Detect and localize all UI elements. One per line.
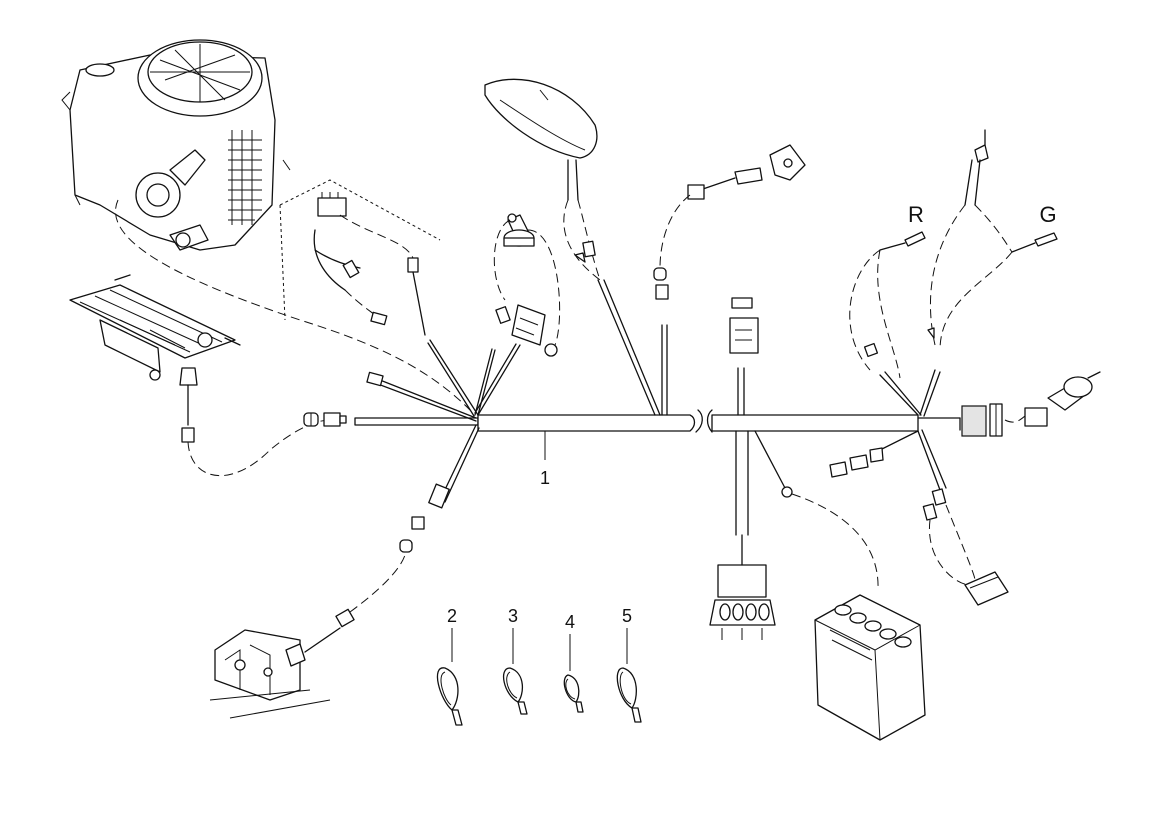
lug-g — [927, 327, 935, 339]
engine-wire-link — [115, 199, 471, 411]
battery-part — [814, 594, 926, 741]
connector-solenoid — [495, 306, 511, 324]
headlight-connector — [582, 240, 596, 258]
lamp-top-wire — [929, 204, 1013, 346]
key-sensor-part — [687, 144, 806, 200]
connector-r — [863, 342, 879, 358]
main-harness — [354, 279, 961, 536]
lamp-g-wire — [939, 251, 1013, 351]
ignition-wire — [1004, 415, 1026, 423]
lamp-r-part — [879, 231, 926, 251]
callout-2: 2 — [447, 606, 457, 626]
inset-relay-module — [279, 179, 441, 336]
ring-terminal-a — [544, 343, 558, 357]
callout-4: 4 — [565, 612, 575, 632]
seat-switch-part — [179, 367, 198, 443]
connector-lower-left-c — [399, 539, 413, 553]
key-sensor-wire-link — [659, 194, 691, 269]
callout-R: R — [908, 202, 924, 227]
pto-switch-part — [964, 571, 1009, 606]
connector-top-mid-b — [655, 284, 669, 300]
cable-tie-2 — [436, 667, 463, 726]
callout-5: 5 — [622, 606, 632, 626]
fuse-holder-part — [709, 564, 776, 640]
ignition-switch-part — [961, 371, 1101, 437]
connector-lower-right-b — [922, 503, 938, 521]
cable-tie-3 — [502, 667, 528, 715]
connector-top-mid — [653, 267, 667, 281]
lamp-g-part — [1011, 232, 1058, 253]
engine-part — [61, 39, 291, 251]
seat-bracket-part — [69, 274, 241, 381]
connector-row-right — [829, 447, 884, 478]
relay-connector-part — [511, 304, 546, 346]
center-relay-part — [729, 297, 759, 354]
starter-solenoid-part — [503, 213, 535, 247]
brake-switch-part — [209, 608, 355, 719]
battery-wire-link — [791, 493, 879, 591]
lamp-r-wire — [849, 249, 901, 379]
cable-tie-4 — [563, 674, 584, 713]
callout-3: 3 — [508, 606, 518, 626]
headlight-lug — [574, 252, 586, 263]
seat-connector-pair — [303, 412, 347, 427]
headlight-wire-link — [563, 199, 601, 281]
connector-lower-right — [931, 488, 947, 506]
ring-terminal-b — [781, 486, 793, 498]
connector-lower-left — [428, 483, 450, 509]
callout-1: 1 — [540, 468, 550, 488]
seat-wire-link — [187, 419, 331, 477]
cable-tie-5 — [616, 667, 642, 723]
lamp-top-part — [964, 129, 989, 206]
solenoid-wire-link — [493, 219, 561, 346]
headlight-part — [484, 78, 598, 201]
brake-wire-link — [349, 554, 406, 613]
connector-lower-left-b — [411, 516, 425, 530]
connector-engine — [366, 371, 384, 387]
callout-G: G — [1039, 202, 1056, 227]
